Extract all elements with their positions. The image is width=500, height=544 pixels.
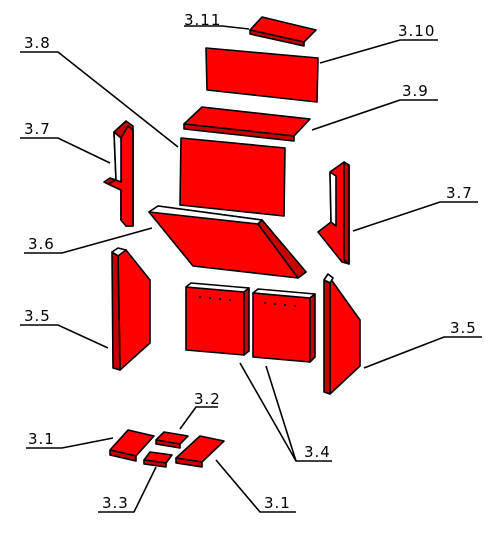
label-3-7-right: 3.7: [446, 184, 473, 202]
part-3-10: [205, 47, 319, 103]
label-3-7-left: 3.7: [24, 120, 51, 138]
part-3-8: [179, 137, 286, 217]
label-3-2: 3.2: [194, 390, 221, 408]
part-3-4: [185, 282, 316, 363]
part-3-3: [143, 451, 173, 468]
label-3-1-left: 3.1: [28, 430, 55, 448]
label-3-4: 3.4: [304, 443, 331, 461]
part-3-6: [148, 205, 307, 279]
part-3-1-left: [109, 429, 155, 462]
part-3-11: [249, 16, 317, 47]
label-3-6: 3.6: [28, 235, 55, 253]
label-3-9: 3.9: [402, 82, 429, 100]
part-labels: 3.11 3.10 3.8 3.9 3.7 3.7 3.6 3.5 3.5 3.…: [24, 11, 477, 512]
label-3-3: 3.3: [102, 494, 129, 512]
label-3-10: 3.10: [398, 22, 435, 40]
part-3-5-left: [111, 247, 151, 371]
label-3-5-left: 3.5: [24, 307, 51, 325]
label-3-8: 3.8: [24, 34, 51, 52]
leader-lines: [20, 25, 482, 513]
part-3-7-right: [317, 161, 350, 265]
part-3-1-right: [175, 435, 225, 468]
label-3-1-right: 3.1: [264, 494, 291, 512]
part-3-7-left: [103, 120, 134, 227]
part-3-2: [155, 431, 189, 449]
label-3-5-right: 3.5: [450, 319, 477, 337]
label-3-11: 3.11: [184, 11, 221, 29]
part-3-9: [183, 106, 311, 142]
part-3-5-right: [323, 273, 361, 395]
